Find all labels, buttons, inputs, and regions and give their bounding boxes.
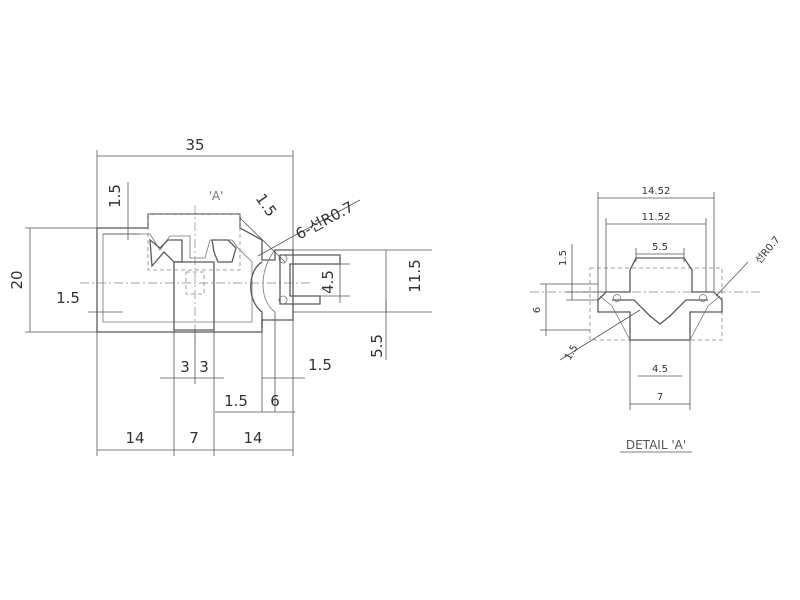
dim-bottom-center: 7 — [189, 429, 199, 447]
dim-detail-stem: 7 — [657, 392, 663, 403]
hidden-outline-top — [147, 213, 241, 271]
detail-lip-right — [699, 294, 707, 302]
dim-slot-inner: 4.5 — [319, 270, 337, 294]
dim-line-detail-wall — [559, 309, 641, 361]
detail-view: 14.52 11.52 5.5 1.5 6 선R0.7 1.5 4.5 — [530, 186, 783, 453]
leader-radius-note-ext — [289, 199, 361, 239]
right-dovetail — [211, 239, 237, 263]
dim-detail-inner-width: 5.5 — [652, 242, 668, 253]
radius-note: 6-선R0.7 — [293, 198, 357, 243]
dim-offset-bottom: 5.5 — [368, 334, 386, 358]
dim-bottom-left: 14 — [125, 429, 144, 447]
dim-detail-mid-width: 11.52 — [642, 212, 671, 223]
dim-stem-right: 3 — [199, 358, 209, 376]
detail-tag-a: 'A' — [209, 189, 224, 203]
right-tongue-tip-lower — [278, 295, 288, 305]
detail-slot-outline — [597, 257, 723, 341]
main-view: 35 20 1.5 1.5 'A' 1.5 6-선R0.7 4.5 11.5 — [8, 136, 432, 456]
leader-detail-radius — [715, 261, 749, 297]
left-dovetail — [149, 238, 183, 268]
dim-wall-bottom-right: 1.5 — [308, 356, 332, 374]
detail-radius-note: 선R0.7 — [753, 234, 783, 266]
dim-wall-angled: 1.5 — [252, 190, 280, 220]
dim-detail-lip-height: 1.5 — [558, 250, 569, 266]
dim-detail-wall: 1.5 — [563, 343, 580, 362]
right-slot-inner — [262, 249, 276, 313]
detail-slot-lip — [599, 295, 721, 341]
profile-inner-wall — [102, 233, 253, 323]
dim-detail-neck: 4.5 — [652, 364, 668, 375]
detail-lip-left — [613, 294, 621, 302]
center-hole — [185, 271, 205, 295]
detail-caption: DETAIL 'A' — [626, 438, 686, 452]
dim-bottom-right: 14 — [243, 429, 262, 447]
leader-radius-note — [257, 237, 291, 257]
dim-wall-top: 1.5 — [106, 184, 124, 208]
dim-line-wall-angled — [239, 217, 286, 263]
detail-hidden-box — [589, 267, 723, 341]
dim-slot-width: 6 — [270, 392, 280, 410]
right-tongue-tip — [278, 254, 288, 264]
dim-overall-width: 35 — [185, 136, 204, 154]
dim-stem-left: 3 — [180, 358, 190, 376]
dim-detail-depth: 6 — [532, 307, 543, 313]
dim-slot-height: 11.5 — [406, 259, 424, 292]
dim-wall-left: 1.5 — [56, 289, 80, 307]
dim-slot-lip: 1.5 — [224, 392, 248, 410]
detail-slot-inner — [612, 299, 708, 325]
dim-detail-top-width: 14.52 — [642, 186, 671, 197]
dim-height: 20 — [8, 270, 26, 289]
right-slot-curve — [250, 261, 263, 328]
